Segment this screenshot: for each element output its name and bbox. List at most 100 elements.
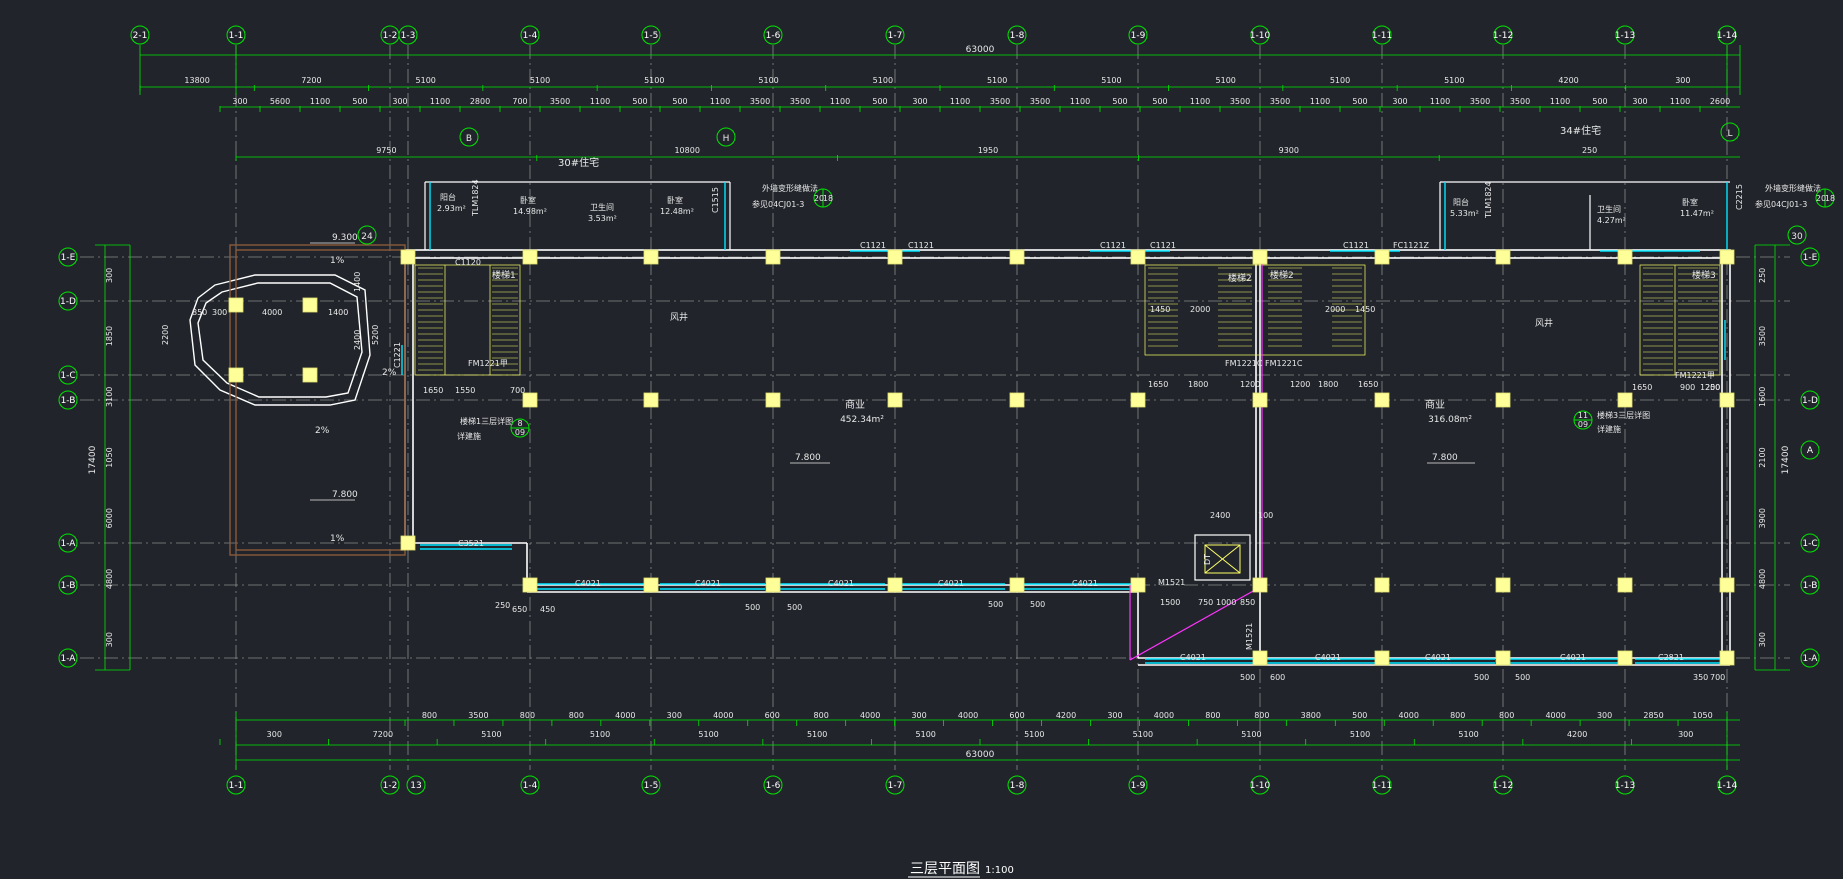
- note-stair-3-detail: 楼梯3三层详图: [1597, 410, 1650, 420]
- grid-bubble-bottom-7: 1-8: [1007, 775, 1027, 795]
- dim-right-0: 250: [1758, 268, 1767, 283]
- dim-top2-24: 1100: [1190, 97, 1210, 106]
- svg-text:2-1: 2-1: [133, 31, 148, 41]
- dim-top2-25: 3500: [1230, 97, 1250, 106]
- dim-top2-13: 3500: [750, 97, 770, 106]
- dim-bot2-4: 5100: [698, 730, 718, 739]
- grid-bubble-bottom-13: 1-14: [1717, 775, 1737, 795]
- svg-text:1-1: 1-1: [229, 781, 244, 791]
- column-4: [1009, 249, 1025, 265]
- column-31: [1617, 577, 1633, 593]
- dim-top2-31: 3500: [1470, 97, 1490, 106]
- dim-top3-2: 1950: [978, 146, 998, 155]
- svg-text:30: 30: [1791, 232, 1803, 242]
- dim-350-e: 350: [1693, 673, 1708, 682]
- dim-bot1-9: 4000: [860, 711, 880, 720]
- column-22: [522, 577, 538, 593]
- column-0: [522, 249, 538, 265]
- svg-text:L: L: [1727, 129, 1732, 139]
- column-35: [1495, 650, 1511, 666]
- room-bedroom-left-area: 14.98m²: [513, 207, 547, 216]
- column-1: [643, 249, 659, 265]
- room-commercial-left-area: 452.34m²: [840, 415, 884, 425]
- dim-500-i: 500: [787, 603, 802, 612]
- dim-top2-5: 1100: [430, 97, 450, 106]
- svg-text:24: 24: [361, 232, 373, 242]
- column-33: [1252, 650, 1268, 666]
- grid-bubble-right-4: 1-B: [1800, 575, 1820, 595]
- grid-bubble-bottom-8: 1-9: [1128, 775, 1148, 795]
- dim-bot2-6: 5100: [916, 730, 936, 739]
- dim-left-6: 300: [105, 632, 114, 647]
- label-stair-2a: 楼梯2: [1228, 272, 1252, 284]
- label-airshaft-right: 风井: [1535, 317, 1553, 329]
- svg-text:1-9: 1-9: [1131, 781, 1146, 791]
- dim-top2-17: 300: [912, 97, 927, 106]
- dim-2000-b: 2000: [1325, 305, 1345, 314]
- dim-top2-0: 300: [232, 97, 247, 106]
- column-7: [1374, 249, 1390, 265]
- dim-bot1-14: 300: [1107, 711, 1122, 720]
- dim-700: 700: [510, 386, 525, 395]
- dim-650: 650: [512, 605, 527, 614]
- dim-1200-a: 1200: [1240, 380, 1260, 389]
- elevation-left: 7.800: [795, 453, 821, 463]
- column-11: [522, 392, 538, 408]
- column-14: [887, 392, 903, 408]
- grid-bubble-bottom-11: 1-12: [1493, 775, 1513, 795]
- dim-left-4: 6000: [105, 508, 114, 528]
- room-bedroom-right: 卧室: [1682, 197, 1698, 207]
- svg-text:1-5: 1-5: [644, 31, 659, 41]
- svg-text:1-B: 1-B: [1803, 581, 1818, 591]
- opening-elevator: DT: [1203, 554, 1212, 565]
- grid-bubble-top-2: 1-2: [380, 25, 400, 45]
- dim-top2-8: 3500: [550, 97, 570, 106]
- column-39: [400, 535, 416, 551]
- column-26: [1009, 577, 1025, 593]
- svg-text:20: 20: [814, 194, 824, 203]
- note-stair-1-ref: 详建施: [457, 431, 481, 441]
- dim-bot1-10: 300: [911, 711, 926, 720]
- dim-top1-12: 4200: [1558, 76, 1578, 85]
- column-25: [887, 577, 903, 593]
- dim-500-e: 500: [1240, 673, 1255, 682]
- column-20: [1617, 392, 1633, 408]
- structural-columns: [228, 249, 1735, 666]
- opening-c2821: C2821: [1658, 653, 1684, 662]
- grid-bubble-right-0: 1-E: [1800, 247, 1820, 267]
- opening-c1120: C1120: [455, 258, 481, 267]
- opening-c4021-6: C4021: [1180, 653, 1206, 662]
- overall-dim-left: 17400: [88, 445, 98, 474]
- dim-top2-30: 1100: [1430, 97, 1450, 106]
- dim-bot1-24: 300: [1597, 711, 1612, 720]
- svg-text:1-B: 1-B: [61, 581, 76, 591]
- dim-bot1-1: 3500: [468, 711, 488, 720]
- dim-100-elev: 100: [1258, 511, 1273, 520]
- opening-c4021-8: C4021: [1425, 653, 1451, 662]
- column-17: [1252, 392, 1268, 408]
- opening-fm1221c-2: FM1221C: [1265, 359, 1303, 368]
- stair-hatching: [414, 264, 1721, 376]
- dim-4000: 4000: [262, 308, 282, 317]
- dim-top2-29: 300: [1392, 97, 1407, 106]
- svg-text:1-A: 1-A: [1803, 654, 1819, 664]
- column-21: [1719, 392, 1735, 408]
- dim-2000-a: 2000: [1190, 305, 1210, 314]
- svg-text:1-14: 1-14: [1717, 31, 1738, 41]
- dim-top1-4: 5100: [644, 76, 664, 85]
- dim-top2-23: 500: [1152, 97, 1167, 106]
- dim-right-2: 1600: [1758, 387, 1767, 407]
- dim-bot1-5: 300: [667, 711, 682, 720]
- dim-top2-6: 2800: [470, 97, 490, 106]
- dim-bot1-21: 800: [1450, 711, 1465, 720]
- dim-top1-7: 5100: [987, 76, 1007, 85]
- building-walls: [404, 249, 1731, 666]
- dim-bot1-26: 1050: [1692, 711, 1712, 720]
- dim-bot1-7: 600: [765, 711, 780, 720]
- opening-c4021-3: C4021: [828, 579, 854, 588]
- dim-right-4: 3900: [1758, 508, 1767, 528]
- grid-bubble-bottom-1: 1-2: [380, 775, 400, 795]
- dim-1650-d: 1650: [423, 386, 443, 395]
- opening-c4021-7: C4021: [1315, 653, 1341, 662]
- dim-500-j: 500: [988, 600, 1003, 609]
